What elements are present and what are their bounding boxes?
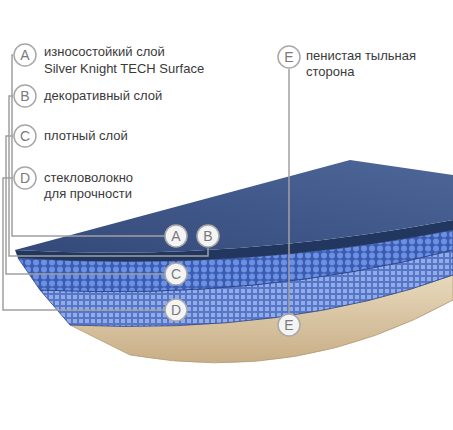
callout-letter: B (203, 228, 212, 244)
callout-letter: C (171, 266, 181, 282)
callout-marker: A (164, 224, 188, 248)
callout-letter: B (20, 88, 29, 104)
layer-description: декоративный слой (44, 88, 162, 104)
callout-marker: C (164, 262, 188, 286)
leader-line (9, 96, 208, 256)
callout-letter: E (284, 49, 293, 65)
callout-letter: A (171, 228, 180, 244)
marker-outline (165, 225, 187, 247)
marker-outline (278, 46, 300, 68)
wear-layer-surface (15, 160, 453, 253)
callout-letter: D (171, 302, 181, 318)
leader-line (288, 69, 290, 313)
leader-line (12, 55, 164, 236)
legend-marker: C (13, 124, 37, 148)
marker-outline (14, 125, 36, 147)
marker-outline (14, 44, 36, 66)
marker-outline (165, 299, 187, 321)
marker-outline (278, 314, 300, 336)
callout-marker: D (164, 298, 188, 322)
layer-description: пенистая тыльная сторона (306, 48, 436, 80)
callout-letter: D (20, 170, 30, 186)
callout-letter: C (20, 128, 30, 144)
layer-description: износостойкий слой (44, 44, 165, 60)
callout-marker: B (196, 224, 220, 248)
marker-outline (197, 225, 219, 247)
legend-marker: A (13, 43, 37, 67)
legend-marker: E (277, 45, 301, 69)
marker-outline (14, 167, 36, 189)
layer-description: Silver Knight TECH Surface (44, 61, 204, 77)
leader-line (6, 136, 164, 274)
legend-marker: D (13, 166, 37, 190)
callout-letter: A (20, 47, 29, 63)
callout-letter: E (284, 317, 293, 333)
marker-outline (14, 85, 36, 107)
callout-marker: E (277, 313, 301, 337)
legend-marker: B (13, 84, 37, 108)
marker-outline (165, 263, 187, 285)
layer-description: стекловолокно для прочности (44, 170, 154, 202)
layer-description: плотный слой (44, 128, 128, 144)
